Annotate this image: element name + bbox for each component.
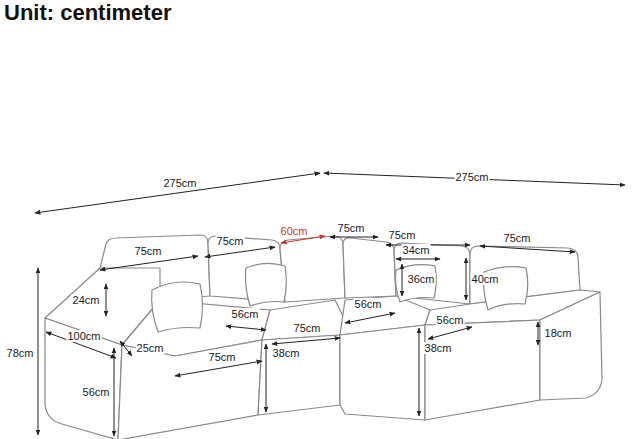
dimension-label: 56cm <box>436 314 465 326</box>
dimension-label: 36cm <box>407 273 436 285</box>
dimension-label: 78cm <box>6 347 35 359</box>
dimension-label: 75cm <box>337 222 366 234</box>
dimension-label: 18cm <box>544 327 573 339</box>
dimension-label: 60cm <box>280 225 309 237</box>
dimension-label: 56cm <box>82 386 111 398</box>
dimension-label: 75cm <box>388 229 417 241</box>
unit-heading: Unit: centimeter <box>4 0 171 26</box>
dimension-label: 24cm <box>72 294 101 306</box>
dimension-label: 75cm <box>208 351 237 363</box>
dimension-label: 75cm <box>134 245 163 257</box>
dimension-label: 25cm <box>136 342 165 354</box>
dimension-label: 38cm <box>272 347 301 359</box>
dimension-label: 75cm <box>503 232 532 244</box>
sofa-outline <box>45 235 602 439</box>
dimension-label: 275cm <box>454 171 489 183</box>
dimension-label: 38cm <box>424 342 453 354</box>
dimension-label: 40cm <box>471 273 500 285</box>
dimension-label: 56cm <box>231 308 260 320</box>
dimension-line-highlight <box>281 236 325 243</box>
dimension-label: 34cm <box>402 244 431 256</box>
dimension-label: 100cm <box>66 330 101 342</box>
dimension-label: 275cm <box>162 177 197 189</box>
dimension-label: 56cm <box>354 298 383 310</box>
dimension-label: 75cm <box>216 235 245 247</box>
dimension-label: 75cm <box>293 322 322 334</box>
dimension-lines <box>35 173 625 436</box>
